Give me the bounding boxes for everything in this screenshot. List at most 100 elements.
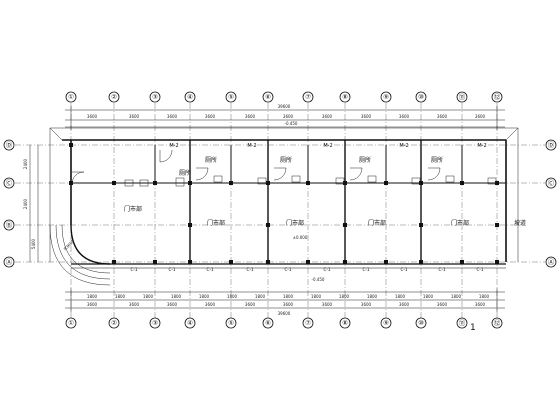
- right-axis-bubbles: [545, 139, 557, 268]
- toilet-fixtures: [124, 175, 497, 187]
- room-label-toilet: 厕所: [280, 156, 292, 164]
- left-axis-bubbles: [3, 139, 15, 268]
- room-label-ramp: 坡道: [514, 219, 526, 227]
- room-label-toilet: 厕所: [205, 156, 217, 164]
- dim-bottom-outer: 3600: [361, 302, 372, 307]
- dim-top: 3600: [167, 114, 178, 119]
- dim-bottom-outer: 3600: [322, 302, 333, 307]
- axis-label-top: ⑦: [305, 93, 311, 101]
- structural-columns: [69, 143, 499, 264]
- window-label: C-1: [400, 267, 407, 272]
- dim-bottom-inner: 1800: [395, 294, 406, 299]
- dim-left: 5400: [31, 238, 36, 249]
- overall-bottom-dimension: 39600: [278, 311, 291, 316]
- dim-bottom-inner: 1800: [255, 294, 266, 299]
- window-label: C-1: [476, 267, 483, 272]
- door-label: M-2: [169, 143, 178, 149]
- dim-bottom-outer: 3600: [205, 302, 216, 307]
- axis-label-top: ⑪: [459, 93, 466, 101]
- dim-bottom-outer: 3600: [399, 302, 410, 307]
- axis-label-top: ⑥: [265, 93, 271, 101]
- dim-top: 3600: [87, 114, 98, 119]
- door-label: M-2: [399, 143, 408, 149]
- axis-label-top: ②: [111, 93, 117, 101]
- window-label: C-1: [168, 267, 175, 272]
- door-label: M-2: [247, 143, 256, 149]
- axis-label-right: Ⓒ: [548, 179, 555, 187]
- roof-outline: [49, 127, 519, 262]
- dim-bottom-inner: 1800: [143, 294, 154, 299]
- axis-label-top: ①: [68, 93, 74, 101]
- elevation-middle: ±0.000: [293, 235, 308, 240]
- door-swings: [71, 149, 441, 185]
- axis-grid-lines: [15, 103, 545, 318]
- axis-label-right: Ⓐ: [548, 258, 555, 266]
- dim-left: 2400: [23, 158, 28, 169]
- dim-top: 3600: [361, 114, 372, 119]
- dim-bottom-inner: 1800: [87, 294, 98, 299]
- dim-top: 3600: [283, 114, 294, 119]
- window-label: C-1: [438, 267, 445, 272]
- window-label: C-1: [284, 267, 291, 272]
- room-label-shop: 门市部: [286, 219, 304, 227]
- axis-label-bottom: ⑩: [418, 319, 424, 327]
- room-label-toilet: 厕所: [359, 156, 371, 164]
- radius-label: R3600: [63, 238, 76, 251]
- window-label: C-1: [323, 267, 330, 272]
- dim-bottom-inner: 1800: [311, 294, 322, 299]
- axis-label-bottom: ④: [187, 319, 193, 327]
- elevation-top: -0.450: [285, 121, 298, 126]
- window-label: C-1: [206, 267, 213, 272]
- room-label-toilet: 厕所: [179, 169, 191, 177]
- axis-label-bottom: ①: [68, 319, 74, 327]
- room-label-toilet: 厕所: [431, 156, 443, 164]
- axis-label-top: ⑫: [494, 93, 501, 101]
- axis-label-top: ④: [187, 93, 193, 101]
- axis-label-top: ⑩: [418, 93, 424, 101]
- bottom-axis-bubbles: [65, 317, 503, 329]
- watermark: 1: [470, 323, 476, 333]
- axis-label-bottom: ⑤: [228, 319, 234, 327]
- dim-bottom-outer: 3600: [283, 302, 294, 307]
- window-label: C-1: [130, 267, 137, 272]
- axis-label-top: ⑧: [342, 93, 348, 101]
- axis-label-bottom: ⑧: [342, 319, 348, 327]
- dim-bottom-outer: 3600: [475, 302, 486, 307]
- top-axis-bubbles: [65, 91, 503, 103]
- axis-label-bottom: ⑫: [494, 319, 501, 327]
- room-label-shop: 门市部: [368, 219, 386, 227]
- curved-corner-wall: [49, 224, 111, 286]
- dim-bottom-inner: 1800: [451, 294, 462, 299]
- window-label: C-1: [362, 267, 369, 272]
- axis-label-bottom: ②: [111, 319, 117, 327]
- door-label: M-2: [323, 143, 332, 149]
- dim-bottom-inner: 1800: [479, 294, 490, 299]
- dim-top: 3600: [245, 114, 256, 119]
- dim-bottom-outer: 3600: [87, 302, 98, 307]
- dim-bottom-inner: 1800: [227, 294, 238, 299]
- axis-label-bottom: ③: [152, 319, 158, 327]
- axis-label-bottom: ⑦: [305, 319, 311, 327]
- axis-label-left: Ⓓ: [6, 141, 13, 149]
- elevation-bottom: -0.450: [312, 277, 325, 282]
- dim-bottom-outer: 3600: [245, 302, 256, 307]
- axis-label-left: Ⓑ: [6, 221, 13, 229]
- dim-bottom-inner: 1800: [171, 294, 182, 299]
- axis-label-top: ③: [152, 93, 158, 101]
- dim-top: 3600: [437, 114, 448, 119]
- bottom-dimension-lines: [65, 288, 505, 312]
- dim-bottom-outer: 3600: [167, 302, 178, 307]
- axis-label-left: Ⓐ: [6, 258, 13, 266]
- dim-bottom-inner: 1800: [283, 294, 294, 299]
- top-dimension-lines: [65, 106, 505, 130]
- dim-top: 3600: [399, 114, 410, 119]
- dim-top: 3600: [322, 114, 333, 119]
- axis-label-bottom: ⑥: [265, 319, 271, 327]
- dim-left: 2400: [23, 198, 28, 209]
- dim-bottom-inner: 1800: [367, 294, 378, 299]
- dim-top: 3600: [129, 114, 140, 119]
- room-label-shop: 门市部: [124, 205, 142, 213]
- partition-walls: [71, 140, 506, 262]
- dim-bottom-outer: 3600: [437, 302, 448, 307]
